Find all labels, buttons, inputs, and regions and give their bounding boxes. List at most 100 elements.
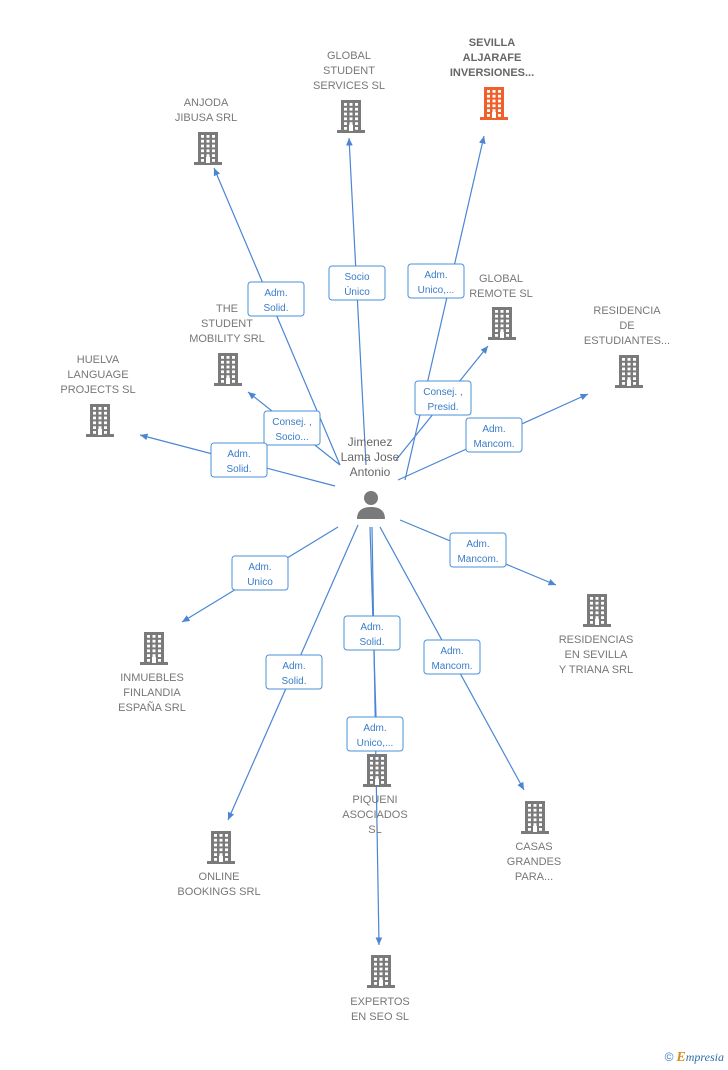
relation-text: Mancom. <box>431 661 472 672</box>
center-name-line-1: Jimenez <box>348 435 393 449</box>
relation-label-anjoda-jibusa: Adm. Solid. <box>247 281 305 317</box>
company-name-line: EN SEO SL <box>351 1011 409 1023</box>
empresia-brand[interactable]: © Empresia <box>665 1050 724 1066</box>
relation-text: Único <box>344 285 370 298</box>
edge-sevilla-aljarafe <box>404 135 486 481</box>
building-icon <box>337 100 365 133</box>
company-name-line: LANGUAGE <box>67 369 128 381</box>
company-name-line: PIQUENI <box>352 794 397 806</box>
relation-labels-layer: Adm.Unico,...SocioÚnicoAdm.Solid.Consej.… <box>210 263 523 752</box>
copyright-symbol: © <box>664 1050 674 1064</box>
relation-label-casas-grandes: Adm. Mancom. <box>423 639 481 675</box>
person-icon <box>357 491 385 519</box>
relation-text: Socio <box>344 272 369 283</box>
relation-text: Unico,... <box>418 285 455 296</box>
company-name-line: GLOBAL <box>479 273 523 285</box>
brand-name: mpresia <box>685 1050 724 1064</box>
nodes-layer: SEVILLAALJARAFEINVERSIONES...GLOBALSTUDE… <box>60 37 670 1023</box>
relation-text: Consej. , <box>272 417 311 428</box>
company-name-line: JIBUSA SRL <box>175 112 237 124</box>
building-icon <box>86 404 114 437</box>
building-icon <box>140 632 168 665</box>
company-name-line: EXPERTOS <box>350 996 410 1008</box>
center-name-line-3: Antonio <box>350 465 391 479</box>
relation-text: Solid. <box>226 464 251 475</box>
building-icon <box>615 355 643 388</box>
company-name-line: ESTUDIANTES... <box>584 335 670 347</box>
relation-label-residencia-estudiantes: Adm. Mancom. <box>465 417 523 453</box>
company-name-line: REMOTE SL <box>469 288 533 300</box>
company-name-line: ESPAÑA SRL <box>118 701 186 714</box>
relation-text: Unico <box>247 577 273 588</box>
relation-text: Adm. <box>227 449 250 460</box>
brand-initial: E <box>676 1050 686 1065</box>
company-name-line: MOBILITY SRL <box>189 333 265 345</box>
relation-text: Adm. <box>482 424 505 435</box>
company-name-line: THE <box>216 303 238 315</box>
building-icon <box>480 87 508 120</box>
relation-text: Adm. <box>440 646 463 657</box>
relation-label-expertos-seo: Adm.Unico,... <box>346 716 404 752</box>
relation-text: Solid. <box>359 637 384 648</box>
company-name-line: SERVICES SL <box>313 80 385 92</box>
edge-global-student <box>346 137 367 466</box>
company-name-line: PROJECTS SL <box>60 384 135 396</box>
relation-text: Presid. <box>427 402 458 413</box>
relation-text: Adm. <box>264 288 287 299</box>
company-node-residencia-estudiantes[interactable]: RESIDENCIA DE ESTUDIANTES... <box>584 305 670 388</box>
relation-label-the-student-mobility: Consej. , Socio... <box>263 410 321 446</box>
relation-text: Adm. <box>466 539 489 550</box>
company-name-line: BOOKINGS SRL <box>177 886 260 898</box>
relation-text: Solid. <box>263 303 288 314</box>
company-name-line: ASOCIADOS <box>342 809 407 821</box>
company-node-expertos-seo[interactable]: EXPERTOS EN SEO SL <box>350 955 410 1023</box>
relation-label-inmuebles-finlandia: Adm. Unico <box>231 555 289 591</box>
company-name-line: RESIDENCIAS <box>559 634 634 646</box>
relation-text: Socio... <box>275 432 308 443</box>
building-icon <box>214 353 242 386</box>
company-name-line: Y TRIANA SRL <box>559 664 633 676</box>
company-node-the-student-mobility[interactable]: THE STUDENT MOBILITY SRL <box>189 303 265 386</box>
relation-label-huelva-language: Adm. Solid. <box>210 442 268 478</box>
relation-text: Unico,... <box>357 738 394 749</box>
company-name-line: RESIDENCIA <box>593 305 661 317</box>
building-icon <box>367 955 395 988</box>
relation-text: Adm. <box>248 562 271 573</box>
relation-text: Mancom. <box>473 439 514 450</box>
building-icon <box>488 307 516 340</box>
company-node-huelva-language[interactable]: HUELVA LANGUAGE PROJECTS SL <box>60 354 136 437</box>
company-name-line: INMUEBLES <box>120 672 184 684</box>
company-name-line: ALJARAFE <box>463 52 522 64</box>
relation-label-global-remote: Consej. , Presid. <box>414 380 472 416</box>
building-icon <box>583 594 611 627</box>
company-name-line: DE <box>619 320 634 332</box>
company-name-line: INVERSIONES... <box>450 67 534 79</box>
company-node-global-remote[interactable]: GLOBAL REMOTE SL <box>469 273 533 340</box>
center-person-node[interactable]: Jimenez Lama Jose Antonio <box>341 435 400 519</box>
relation-text: Adm. <box>424 270 447 281</box>
building-icon <box>207 831 235 864</box>
company-name-line: ONLINE <box>199 871 240 883</box>
company-name-line: STUDENT <box>201 318 253 330</box>
company-node-casas-grandes[interactable]: CASASGRANDESPARA... <box>507 801 561 883</box>
relation-label-residencias-sevilla-triana: Adm. Mancom. <box>449 532 507 568</box>
center-name-line-2: Lama Jose <box>341 450 400 464</box>
relation-text: Adm. <box>282 661 305 672</box>
relation-label-sevilla-aljarafe: Adm. Unico,... <box>407 263 465 299</box>
company-node-sevilla-aljarafe[interactable]: SEVILLAALJARAFEINVERSIONES... <box>450 37 534 120</box>
relation-label-online-bookings: Adm.Solid. <box>265 654 323 690</box>
building-icon <box>521 801 549 834</box>
company-name-line: HUELVA <box>77 354 120 366</box>
company-name-line: FINLANDIA <box>123 687 181 699</box>
company-node-inmuebles-finlandia[interactable]: INMUEBLES FINLANDIA ESPAÑA SRL <box>118 632 186 714</box>
company-node-online-bookings[interactable]: ONLINE BOOKINGS SRL <box>177 831 261 898</box>
relation-text: Mancom. <box>457 554 498 565</box>
relation-text: Consej. , <box>423 387 462 398</box>
company-name-line: GLOBAL <box>327 50 371 62</box>
